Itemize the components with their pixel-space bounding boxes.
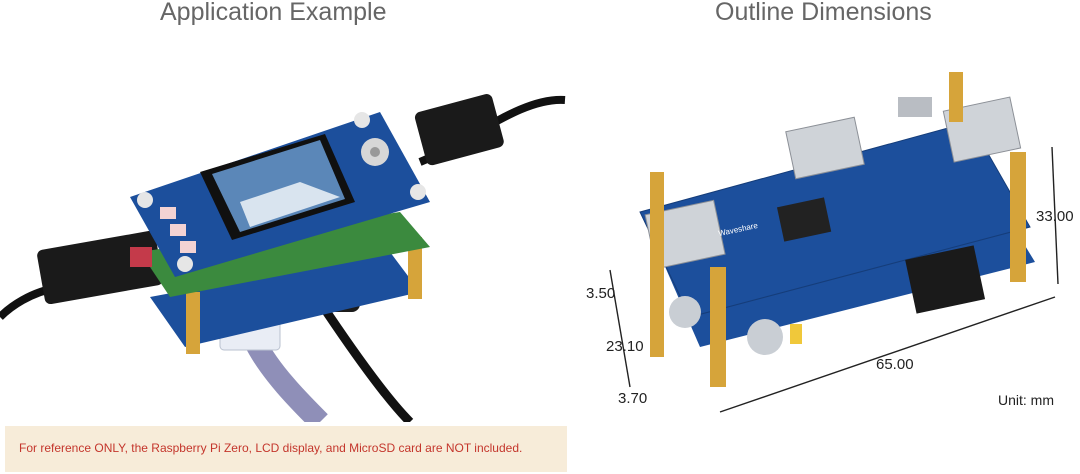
standoff [650, 172, 664, 357]
mount-hole [410, 184, 426, 200]
ic-chip [776, 197, 832, 242]
outline-dimensions-illustration [609, 72, 1059, 413]
depth-dimension-line [609, 269, 631, 388]
unit-label: Unit: mm [998, 392, 1054, 408]
jumper [790, 324, 802, 344]
dimension-offset-bottom: 3.70 [618, 390, 648, 407]
capacitor [747, 319, 783, 355]
standoff [949, 72, 963, 122]
outline-dimensions-photo: 33.00 3.50 23.10 3.70 65.00 Unit: mm Wav… [580, 42, 1080, 422]
usb-cable-bottom [316, 299, 414, 426]
power-board [150, 252, 420, 347]
header-connector [905, 245, 986, 314]
length-dimension-line [719, 296, 1056, 413]
usb-port-2 [785, 116, 865, 180]
dimension-length: 65.00 [876, 356, 914, 373]
usb-c-port [898, 97, 932, 117]
dimension-depth: 23.10 [606, 338, 644, 355]
height-dimension-line [1051, 146, 1059, 285]
usb-plug-top [414, 94, 504, 166]
joystick-knob [370, 147, 380, 157]
mount-hole [137, 192, 153, 208]
usb-plug-left [37, 230, 163, 305]
standoff [1010, 152, 1026, 282]
standoff [408, 237, 422, 299]
button-key [160, 207, 176, 219]
microsd-card [130, 247, 152, 267]
capacitor [669, 296, 701, 328]
lcd-clouds [240, 182, 340, 227]
application-example-illustration [0, 94, 566, 430]
standoff [710, 267, 726, 387]
ethernet-cable [245, 336, 328, 430]
standoff [186, 292, 200, 354]
disclaimer-notice: For reference ONLY, the Raspberry Pi Zer… [5, 426, 567, 472]
disclaimer-text: For reference ONLY, the Raspberry Pi Zer… [19, 441, 523, 455]
application-example-photo [0, 42, 570, 430]
button-key [180, 241, 196, 253]
mount-hole [354, 112, 370, 128]
mount-hole [177, 256, 193, 272]
application-example-title: Application Example [160, 0, 387, 26]
outline-dimensions-title: Outline Dimensions [715, 0, 932, 26]
dimension-height: 33.00 [1036, 208, 1074, 225]
button-key [170, 224, 186, 236]
dimension-offset-top: 3.50 [586, 285, 616, 302]
pi-zero-board [140, 212, 430, 297]
